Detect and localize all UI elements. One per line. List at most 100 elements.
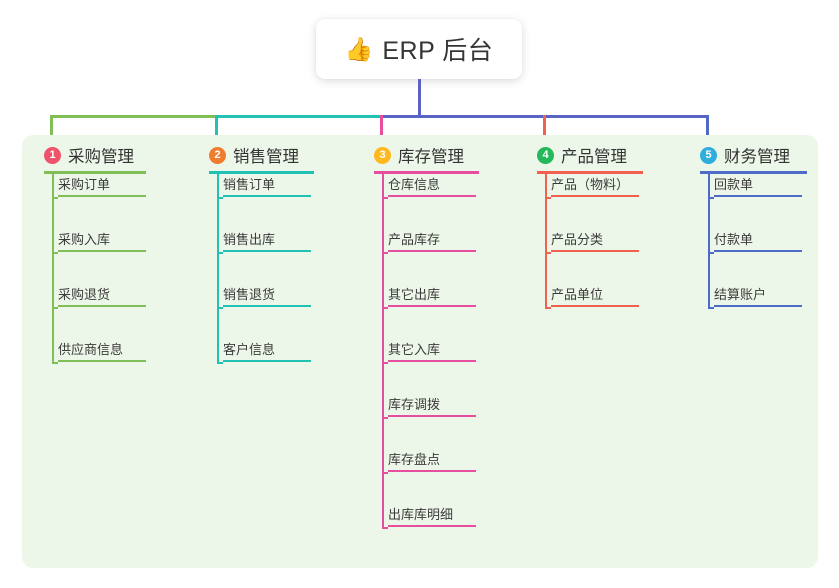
leaf-connector: [708, 307, 714, 309]
leaf-connector: [52, 362, 58, 364]
branch-header-1[interactable]: 1 采购管理: [44, 143, 134, 167]
leaf-label: 库存盘点: [388, 452, 441, 467]
leaf-rule: [551, 250, 639, 252]
branch-trunk-1: [52, 173, 54, 364]
thumbs-up-emoji: 👍: [344, 35, 374, 62]
leaf-connector: [708, 252, 714, 254]
bus-segment-green: [50, 115, 215, 118]
leaf-node[interactable]: 产品单位: [551, 283, 639, 307]
branch-rule-2: [209, 171, 314, 174]
leaf-rule: [714, 195, 802, 197]
drop-finance: [706, 115, 709, 147]
leaf-connector: [52, 197, 58, 199]
leaf-rule: [388, 470, 476, 472]
branch-rule-1: [44, 171, 146, 174]
leaf-node[interactable]: 采购订单: [58, 173, 146, 197]
leaf-connector: [217, 362, 223, 364]
leaf-node[interactable]: 库存调拨: [388, 393, 476, 417]
branch-badge-4: 4: [537, 146, 554, 164]
leaf-label: 回款单: [714, 177, 754, 192]
leaf-rule: [223, 195, 311, 197]
leaf-node[interactable]: 销售出库: [223, 228, 311, 252]
leaf-label: 客户信息: [223, 342, 276, 357]
leaf-rule: [388, 195, 476, 197]
leaf-label: 采购退货: [58, 287, 111, 302]
leaf-node[interactable]: 产品分类: [551, 228, 639, 252]
leaf-node[interactable]: 结算账户: [714, 283, 802, 307]
leaf-rule: [388, 360, 476, 362]
leaf-label: 仓库信息: [388, 177, 441, 192]
leaf-rule: [388, 250, 476, 252]
leaf-rule: [58, 250, 146, 252]
leaf-rule: [551, 305, 639, 307]
leaf-node[interactable]: 其它出库: [388, 283, 476, 307]
branch-trunk-5: [708, 173, 710, 309]
root-node-card[interactable]: 👍 ERP 后台: [316, 19, 522, 79]
leaf-label: 采购订单: [58, 177, 111, 192]
leaf-rule: [58, 195, 146, 197]
leaf-node[interactable]: 采购退货: [58, 283, 146, 307]
branch-header-5[interactable]: 5 财务管理: [700, 143, 790, 167]
leaf-connector: [708, 197, 714, 199]
leaf-label: 产品单位: [551, 287, 604, 302]
drop-inventory: [380, 115, 383, 147]
branch-badge-1: 1: [44, 146, 61, 164]
leaf-connector: [382, 252, 388, 254]
branch-trunk-2: [217, 173, 219, 364]
leaf-label: 采购入库: [58, 232, 111, 247]
leaf-label: 产品库存: [388, 232, 441, 247]
leaf-connector: [382, 362, 388, 364]
leaf-connector: [217, 252, 223, 254]
leaf-node[interactable]: 供应商信息: [58, 338, 146, 362]
leaf-node[interactable]: 产品（物料）: [551, 173, 639, 197]
leaf-node[interactable]: 出库库明细: [388, 503, 476, 527]
leaf-connector: [545, 307, 551, 309]
leaf-rule: [58, 305, 146, 307]
branch-badge-2: 2: [209, 146, 226, 164]
page-title: ERP 后台: [382, 37, 494, 65]
leaf-label: 出库库明细: [388, 507, 454, 522]
leaf-label: 付款单: [714, 232, 754, 247]
leaf-label: 供应商信息: [58, 342, 124, 357]
leaf-rule: [388, 525, 476, 527]
leaf-node[interactable]: 销售退货: [223, 283, 311, 307]
branch-header-2[interactable]: 2 销售管理: [209, 143, 299, 167]
leaf-node[interactable]: 回款单: [714, 173, 802, 197]
leaf-connector: [382, 417, 388, 419]
leaf-connector: [382, 307, 388, 309]
branch-rule-3: [374, 171, 479, 174]
branch-trunk-4: [545, 173, 547, 309]
drop-sales: [215, 115, 218, 147]
branch-title-1: 采购管理: [68, 148, 134, 166]
leaf-rule: [223, 360, 311, 362]
leaf-rule: [388, 305, 476, 307]
leaf-label: 库存调拨: [388, 397, 441, 412]
leaf-node[interactable]: 销售订单: [223, 173, 311, 197]
leaf-connector: [52, 252, 58, 254]
leaf-label: 销售出库: [223, 232, 276, 247]
leaf-label: 结算账户: [714, 287, 767, 302]
leaf-node[interactable]: 仓库信息: [388, 173, 476, 197]
branch-title-2: 销售管理: [233, 148, 299, 166]
leaf-connector: [52, 307, 58, 309]
leaf-node[interactable]: 付款单: [714, 228, 802, 252]
leaf-label: 其它入库: [388, 342, 441, 357]
leaf-node[interactable]: 其它入库: [388, 338, 476, 362]
leaf-connector: [382, 197, 388, 199]
leaf-node[interactable]: 产品库存: [388, 228, 476, 252]
leaf-label: 销售订单: [223, 177, 276, 192]
branch-badge-5: 5: [700, 146, 717, 164]
leaf-node[interactable]: 库存盘点: [388, 448, 476, 472]
branch-trunk-3: [382, 173, 384, 529]
leaf-connector: [382, 472, 388, 474]
branch-title-5: 财务管理: [724, 148, 790, 166]
leaf-label: 其它出库: [388, 287, 441, 302]
leaf-node[interactable]: 采购入库: [58, 228, 146, 252]
leaf-node[interactable]: 客户信息: [223, 338, 311, 362]
leaf-rule: [714, 305, 802, 307]
branch-badge-3: 3: [374, 146, 391, 164]
root-trunk-line: [418, 79, 421, 117]
leaf-rule: [388, 415, 476, 417]
